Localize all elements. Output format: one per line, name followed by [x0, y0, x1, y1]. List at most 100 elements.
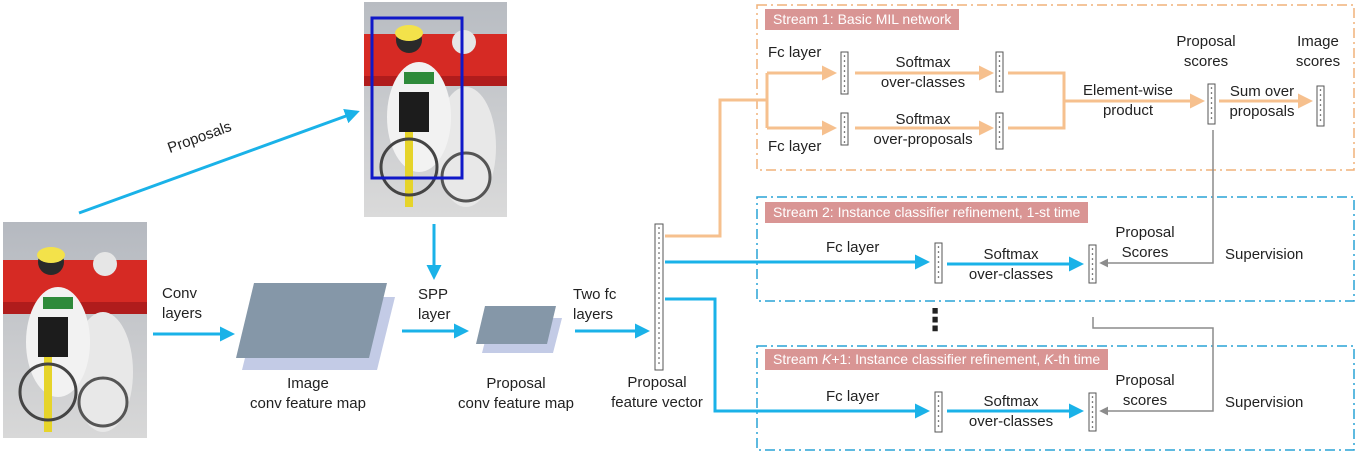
- stream1-fc-bottom: Fc layer: [768, 138, 822, 155]
- image-feature-map: [236, 283, 387, 358]
- vector-dot: [937, 420, 940, 422]
- vector-dot: [658, 312, 660, 314]
- vector-dot: [1210, 102, 1213, 104]
- vector: [840, 112, 849, 146]
- vector-dot: [998, 121, 1001, 123]
- vector-dot: [658, 277, 660, 279]
- stream2-softmax: Softmax over-classes: [968, 246, 1054, 283]
- vector-dot: [658, 242, 660, 244]
- vector-dot: [998, 65, 1001, 67]
- vector-dot: [998, 85, 1001, 87]
- vector-dot: [1091, 406, 1094, 408]
- stream3-title-k: K: [822, 351, 832, 367]
- stream1-input-line: [665, 98, 767, 238]
- vector-dot: [998, 126, 1001, 128]
- vector-dot: [937, 276, 940, 278]
- vector-dot: [658, 292, 660, 294]
- vector-dot: [658, 267, 660, 269]
- vector: [995, 112, 1004, 150]
- vector-dot: [843, 85, 846, 87]
- vector-dot: [658, 252, 660, 254]
- vector-dot: [658, 342, 660, 344]
- vector-dot: [937, 400, 940, 402]
- vector-dot: [658, 307, 660, 309]
- vector-dot: [1091, 273, 1094, 275]
- stream1-box: [756, 4, 1355, 171]
- vector-dot: [998, 80, 1001, 82]
- vector-dot: [658, 237, 660, 239]
- stream1-fc-top: Fc layer: [768, 44, 822, 61]
- vector: [995, 51, 1004, 93]
- vector-dot: [1091, 248, 1094, 250]
- vector-dot: [658, 322, 660, 324]
- vector-dot: [998, 75, 1001, 77]
- vector-dot: [843, 70, 846, 72]
- stream3-scores: Proposal scores: [1115, 372, 1175, 409]
- vector-dot: [843, 126, 846, 128]
- vector-dot: [1210, 87, 1213, 89]
- vector-dot: [937, 251, 940, 253]
- softmax-over-proposals: Softmax over-proposals: [873, 111, 973, 148]
- vector-dot: [843, 141, 846, 143]
- vector-dot: [658, 257, 660, 259]
- vector-dot: [937, 246, 940, 248]
- vector-dot: [843, 80, 846, 82]
- vector-dot: [843, 90, 846, 92]
- vector-dot: [1091, 416, 1094, 418]
- vector-dot: [658, 332, 660, 334]
- vector-dot: [658, 262, 660, 264]
- stream3-title-part: +1: Instance classifier refinement,: [831, 351, 1045, 367]
- supervision-arrow-1: [1099, 130, 1214, 268]
- proposal-map-label: Proposal conv feature map: [458, 375, 574, 412]
- vector-dot: [658, 347, 660, 349]
- vector-dot: [1319, 114, 1322, 116]
- merge-line: [1008, 71, 1066, 130]
- vector-dot: [998, 141, 1001, 143]
- vector-dot: [658, 247, 660, 249]
- vector-dot: [937, 405, 940, 407]
- stream1-title: Stream 1: Basic MIL network: [765, 9, 960, 30]
- cyclists-photo-illustration: [3, 222, 147, 438]
- vector-dot: [1210, 97, 1213, 99]
- spp-layer-label: SPP layer: [418, 286, 451, 323]
- vector-dot: [843, 136, 846, 138]
- supervision-arrow-2: [1092, 317, 1214, 416]
- vector-dot: [1091, 396, 1094, 398]
- stream3-box: [756, 345, 1355, 451]
- vector-dot: [658, 317, 660, 319]
- vector-dot: [1091, 401, 1094, 403]
- proposal-feature-map: [476, 306, 556, 344]
- vector: [840, 51, 849, 95]
- vector-dot: [937, 256, 940, 258]
- vector-dot: [843, 55, 846, 57]
- vector-dot: [937, 415, 940, 417]
- softmax-over-classes: Softmax over-classes: [880, 54, 966, 91]
- image-map-label: Image conv feature map: [250, 375, 366, 412]
- proposal-image: [364, 2, 507, 217]
- vector-dot: [1319, 109, 1322, 111]
- vector-dot: [658, 357, 660, 359]
- vector-dot: [658, 227, 660, 229]
- vector-dot: [843, 121, 846, 123]
- vector-dot: [1091, 278, 1094, 280]
- vector-dot: [1091, 268, 1094, 270]
- image-scores-label: Image scores: [1295, 33, 1341, 70]
- stream3-supervision: Supervision: [1225, 394, 1304, 411]
- vector-dot: [658, 297, 660, 299]
- vector-dot: [998, 55, 1001, 57]
- vector-dot: [1210, 112, 1213, 114]
- vector-dot: [937, 410, 940, 412]
- vector-dot: [1091, 426, 1094, 428]
- vector-dot: [658, 282, 660, 284]
- vector-dot: [1319, 89, 1322, 91]
- proposal-vector-label: Proposal feature vector: [611, 374, 703, 411]
- proposal-bounding-box: [370, 16, 464, 180]
- vector-dot: [1091, 258, 1094, 260]
- vector-dot: [998, 116, 1001, 118]
- vector-dot: [937, 425, 940, 427]
- vector-dot: [998, 136, 1001, 138]
- two-fc-label: Two fc layers: [573, 286, 617, 323]
- vector-dot: [658, 272, 660, 274]
